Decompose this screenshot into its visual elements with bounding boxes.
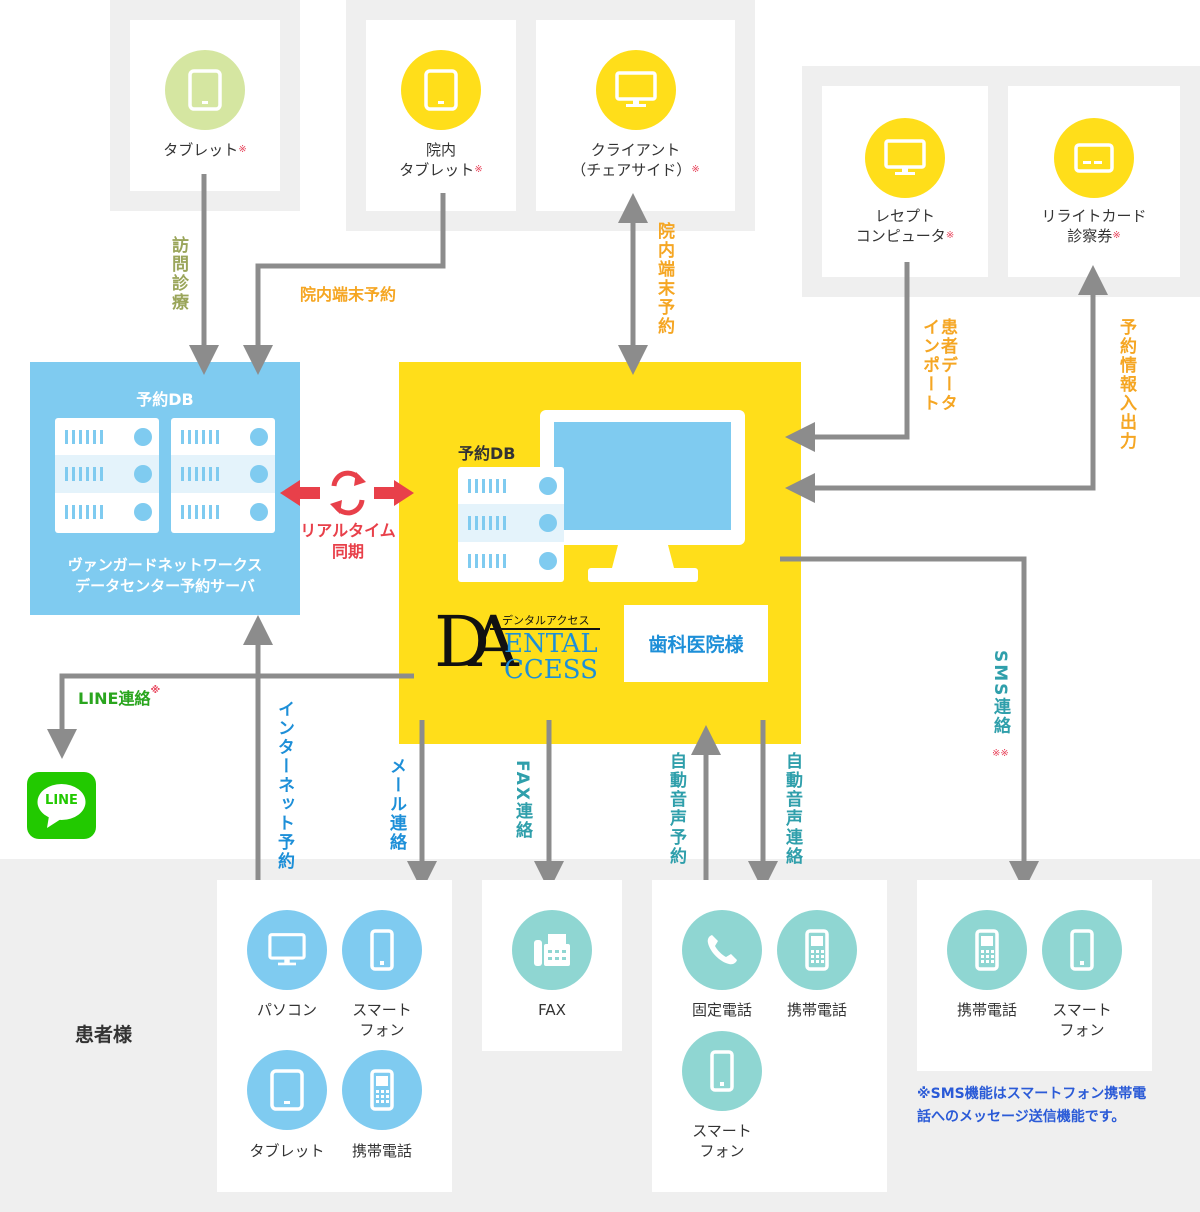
tablet-icon [165,50,245,130]
pc-label: パソコン [256,1001,317,1019]
rewrite-card-icon [1054,118,1134,198]
fax-label: FAX [538,1001,566,1019]
client-label: クライアント （チェアサイド）※ [571,141,700,179]
tablet-label: タブレット※ [163,141,247,159]
client-monitor-icon [596,50,676,130]
auto-voice-contact-label: 自動音声連絡 [782,752,802,866]
sms-contact-marks: ※※ [992,748,1009,759]
landline-phone-label: 固定電話 [691,1001,752,1019]
clinic-terminal-booking-vertical-label: 院内端末予約 [654,222,674,336]
logo-line1: ENTAL [504,629,598,659]
mail-contact-label: メール連絡 [386,757,406,852]
landline-phone-icon [682,910,762,990]
patient-label: 患者様 [75,1024,133,1046]
dental-access-logo: DA デンタルアクセス ENTAL CCESS [432,600,612,690]
patient-tablet-icon [247,1050,327,1130]
pc-icon [247,910,327,990]
sms-devices-card [917,880,1152,1071]
sms-note: ※SMS機能はスマートフォン携帯電話へのメッセージ送信機能です。 [917,1086,1147,1125]
voice-feature-phone-label: 携帯電話 [786,1001,847,1019]
fax-contact-label: FAX連絡 [512,760,532,840]
patient-data-import-label: 患者データ インポート [919,318,957,413]
receipt-label: レセプト コンピュータ※ [855,207,955,245]
clinic-tablet-label: 院内 タブレット※ [399,141,483,179]
sms-feature-phone-label: 携帯電話 [956,1001,1017,1019]
realtime-sync-label: リアルタイム 同期 [300,521,396,561]
feature-phone-label: 携帯電話 [351,1142,412,1160]
clinic-name-box: 歯科医院様 [624,605,768,682]
voice-smartphone-icon [682,1031,762,1111]
internet-booking-label: インターネット予約 [274,700,294,871]
clinic-db-rack-icon [458,467,564,582]
line-contact-label: LINE連絡※ [78,685,161,708]
home-visit-label: 訪問診療 [168,236,188,312]
logo-underline [490,628,600,630]
logo-kana: デンタルアクセス [502,614,590,627]
line-logo: LINE [27,772,96,839]
sms-feature-phone-icon [947,910,1027,990]
auto-voice-booking-label: 自動音声予約 [666,752,686,866]
rewrite-card-label: リライトカード 診察券※ [1041,207,1147,245]
booking-info-io-label: 予約情報入出力 [1116,318,1136,451]
smartphone-icon [342,910,422,990]
feature-phone-icon [342,1050,422,1130]
voice-feature-phone-icon [777,910,857,990]
server-rack-icon [55,418,275,533]
fax-icon [512,910,592,990]
clinic-name: 歯科医院様 [648,634,744,656]
line-logo-text: LINE [45,793,78,808]
clinic-monitor-icon [540,410,745,582]
sms-contact-label: SMS連絡 [990,650,1010,736]
sms-smartphone-label: スマート フォン [1052,1001,1112,1039]
server-name: ヴァンガードネットワークス データセンター予約サーバ [67,556,263,595]
sms-smartphone-icon [1042,910,1122,990]
server-db-label: 予約DB [136,390,194,409]
clinic-db-label: 予約DB [458,444,516,463]
clinic-terminal-booking-label: 院内端末予約 [300,285,397,304]
receipt-monitor-icon [865,118,945,198]
voice-smartphone-label: スマート フォン [692,1122,752,1160]
clinic-tablet-icon [401,50,481,130]
smartphone-label: スマート フォン [352,1001,412,1039]
patient-tablet-label: タブレット [249,1142,325,1160]
logo-line2: CCESS [504,655,598,685]
